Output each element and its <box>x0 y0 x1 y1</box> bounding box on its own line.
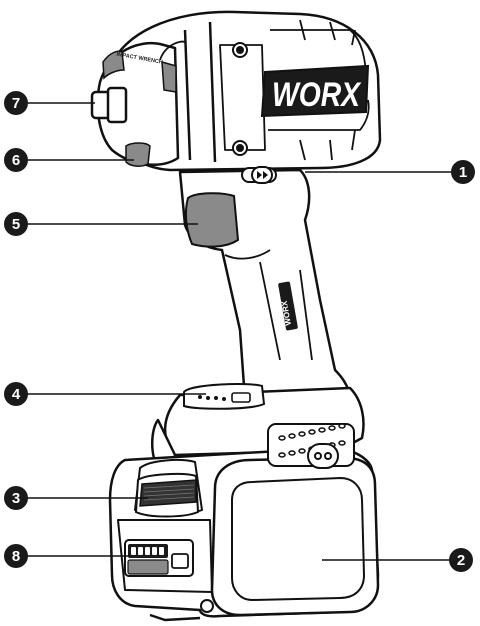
callout-3: 3 <box>4 486 28 510</box>
callout-1: 1 <box>451 160 475 184</box>
handle-brand-label: WORX <box>280 299 293 326</box>
callout-4-label: 4 <box>12 386 21 403</box>
mode-selector-panel <box>183 383 266 410</box>
trigger <box>184 192 240 248</box>
work-light <box>125 142 151 167</box>
handle-brand-strip: WORX <box>278 281 298 331</box>
callout-2-label: 2 <box>457 552 465 569</box>
callout-7: 7 <box>4 91 28 115</box>
battery-release-button <box>134 472 200 518</box>
brand-logo: WORX <box>272 76 362 114</box>
side-vent-panel <box>267 423 355 469</box>
callout-1-label: 1 <box>459 164 467 181</box>
callout-6: 6 <box>4 148 28 172</box>
callout-6-label: 6 <box>12 152 20 169</box>
callout-5: 5 <box>4 212 28 236</box>
callout-3-label: 3 <box>12 490 20 507</box>
front-light-top <box>102 50 125 80</box>
front-light-right <box>161 60 177 93</box>
battery-charge-indicator <box>124 539 194 577</box>
direction-switch <box>241 166 277 184</box>
head-screws <box>232 42 248 156</box>
callout-4: 4 <box>4 382 28 406</box>
callout-5-label: 5 <box>12 216 20 233</box>
callout-8: 8 <box>4 544 28 568</box>
callout-7-label: 7 <box>12 95 20 112</box>
callout-8-label: 8 <box>12 548 20 565</box>
brand-plate: WORX <box>260 64 370 118</box>
callout-leaders <box>22 102 470 561</box>
tool-head <box>90 10 382 172</box>
callout-2: 2 <box>449 548 473 572</box>
